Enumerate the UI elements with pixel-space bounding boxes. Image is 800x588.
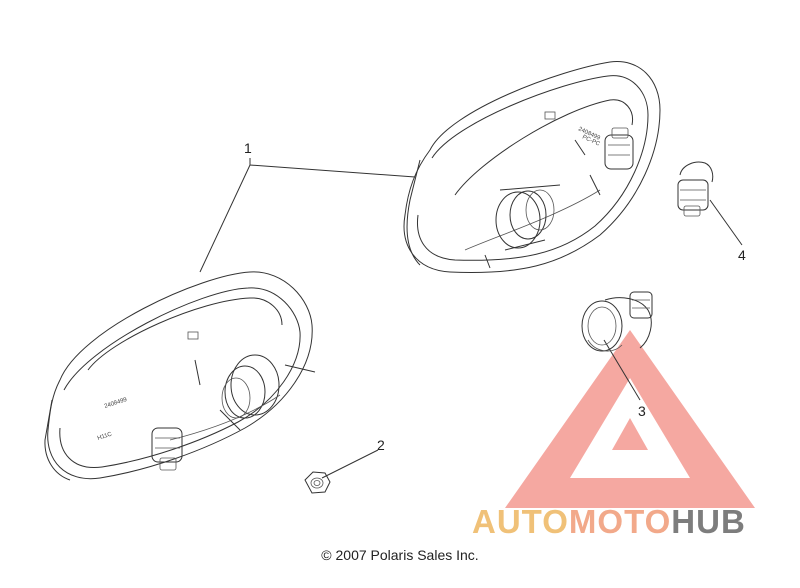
callout-3: 3 bbox=[638, 403, 646, 419]
leader-line-1 bbox=[199, 158, 416, 273]
leader-line-4 bbox=[709, 199, 743, 246]
leader-line-2 bbox=[321, 449, 379, 479]
watermark-triangle-center bbox=[612, 418, 648, 450]
leader-line-3 bbox=[603, 339, 641, 401]
callout-4: 4 bbox=[738, 247, 746, 263]
watermark-logo bbox=[505, 330, 755, 508]
watermark-word-auto: AUTO bbox=[472, 503, 569, 540]
left-housing-code: H11C bbox=[97, 431, 114, 442]
watermark-word-hub: HUB bbox=[671, 503, 746, 540]
leader-lines bbox=[199, 158, 743, 479]
part-2-nut bbox=[304, 471, 331, 494]
copyright-notice: © 2007 Polaris Sales Inc. bbox=[321, 547, 479, 563]
socket-left-housing bbox=[151, 427, 183, 471]
watermark-triangle-outer bbox=[505, 330, 755, 508]
headlight-housing-right: 2408499 PC-PC bbox=[403, 61, 661, 273]
socket-right-housing bbox=[604, 127, 634, 170]
watermark-word-moto: MOTO bbox=[568, 503, 672, 540]
part-3-bulb-socket bbox=[581, 291, 653, 352]
watermark-wordmark: AUTOMOTOHUB bbox=[472, 505, 746, 538]
callout-2: 2 bbox=[377, 437, 385, 453]
left-housing-part-no: 2408499 bbox=[104, 397, 129, 410]
headlight-housing-left: 2408499 H11C bbox=[44, 271, 316, 481]
part-4-connector bbox=[677, 161, 714, 217]
callout-1: 1 bbox=[244, 140, 252, 156]
